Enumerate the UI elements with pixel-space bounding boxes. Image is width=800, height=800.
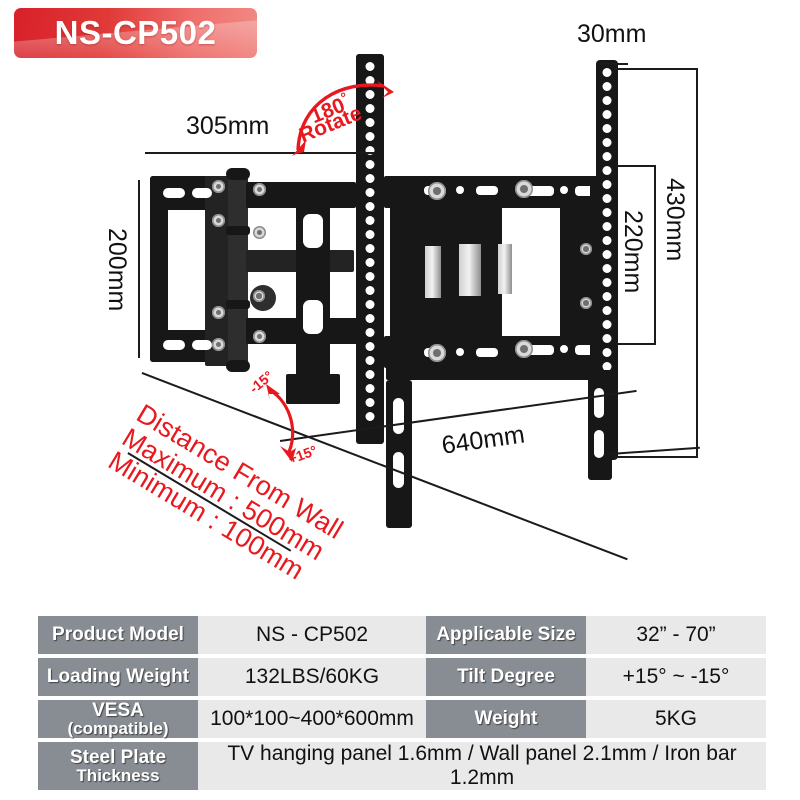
tilt-bracket-slot [303,300,323,334]
spec-value-product-model: NS - CP502 [198,616,426,654]
dimension-label-200mm: 200mm [103,228,131,312]
panel-hole [456,186,464,194]
rail-right-tab [590,176,602,216]
spec-label-weight: Weight [426,700,586,738]
bolt [515,180,533,198]
wall-plate-left-edge [150,176,168,362]
panel-slot [575,186,599,196]
panel-slot [476,186,498,195]
dimension-line-200mm [138,180,140,358]
bolt [515,340,533,358]
spec-label-steel-plate-thickness: Steel Plate Thickness [38,742,198,790]
wall-plate-slot [192,188,212,198]
bolt [212,338,225,351]
pivot-cap-bottom [226,360,250,372]
bolt [428,182,446,200]
dimension-line-220mm-side [654,165,656,345]
tilt-annotation [258,382,344,468]
dimension-line-430mm-top [614,68,698,70]
bolt [253,183,266,196]
spec-value-weight: 5KG [586,700,766,738]
rotate-annotation [284,72,420,158]
spec-label-vesa-sub: (compatible) [67,719,169,739]
pivot-column [228,170,248,370]
cable-clip [459,244,481,296]
table-row: VESA (compatible) 100*100~400*600mm Weig… [38,700,766,738]
spec-label-tilt-degree: Tilt Degree [426,658,586,696]
cable-clip [425,246,441,298]
rotate-arc-icon [292,80,394,156]
tv-panel-center-plate [390,206,502,338]
panel-slot [524,186,554,196]
panel-hole [560,345,568,353]
pivot-ring [226,226,250,235]
spec-label-vesa-main: VESA [92,699,144,721]
model-badge: NS-CP502 [14,8,257,58]
dimension-tick-30mm [600,63,628,65]
vertical-rail-left-holes [356,54,384,444]
spec-table-body: Product Model NS - CP502 Applicable Size… [38,616,766,790]
leg-slot [594,430,604,458]
dimension-label-640mm: 640mm [440,420,527,460]
tilt-arc-icon [266,384,296,462]
wall-plate-slot [192,340,212,350]
table-row: Product Model NS - CP502 Applicable Size… [38,616,766,654]
dimension-line-305mm [145,152,375,154]
specification-table: Product Model NS - CP502 Applicable Size… [38,612,766,794]
spec-value-vesa: 100*100~400*600mm [198,700,426,738]
tv-panel-bottom-lip [386,366,598,380]
dimension-line-220mm-top [616,165,656,167]
spec-label-product-model: Product Model [38,616,198,654]
panel-slot [575,345,599,355]
bolt [253,330,266,343]
spec-label-steel-main: Steel Plate [69,746,167,768]
tilt-bracket-foot [286,374,340,404]
rail-right-tab [590,330,602,370]
dimension-label-430mm: 430mm [661,178,689,262]
bolt [580,297,592,309]
bottom-leg-right [588,370,612,480]
leg-slot [393,398,404,434]
bolt [212,306,225,319]
dimension-line-430mm-side [696,68,698,458]
spec-value-tilt-degree: +15° ~ -15° [586,658,766,696]
spec-label-applicable-size: Applicable Size [426,616,586,654]
spec-value-applicable-size: 32” - 70” [586,616,766,654]
pivot-ring [226,300,250,309]
panel-slot [476,348,498,357]
dimension-label-220mm: 220mm [619,210,647,294]
spec-label-loading-weight: Loading Weight [38,658,198,696]
panel-hole [456,348,464,356]
panel-hole [560,186,568,194]
leg-slot [594,388,604,418]
dimension-tie-line [609,446,700,455]
panel-slot [524,345,554,355]
wall-plate-slot [163,340,185,350]
bolt [253,226,266,239]
dimension-line-430mm-bottom [614,456,698,458]
tilt-bracket-slot [303,214,323,248]
bolt [253,290,265,302]
spec-label-vesa: VESA (compatible) [38,700,198,738]
tv-panel-right-plate [560,196,602,352]
spec-value-steel-plate-thickness: TV hanging panel 1.6mm / Wall panel 2.1m… [198,742,766,790]
bolt [580,243,592,255]
badge-label: NS-CP502 [54,14,217,51]
bolt [212,214,225,227]
bolt [428,344,446,362]
dimension-label-305mm: 305mm [186,112,270,140]
pivot-cap-top [226,168,250,180]
dimension-line-220mm-bottom [616,343,656,345]
spec-label-steel-sub: Thickness [76,766,160,786]
spec-value-loading-weight: 132LBS/60KG [198,658,426,696]
dimension-label-30mm: 30mm [577,20,647,48]
cable-clip [498,244,512,294]
bolt [212,180,225,193]
table-row: Loading Weight 132LBS/60KG Tilt Degree +… [38,658,766,696]
table-row: Steel Plate Thickness TV hanging panel 1… [38,742,766,790]
wall-plate-slot [163,188,185,198]
